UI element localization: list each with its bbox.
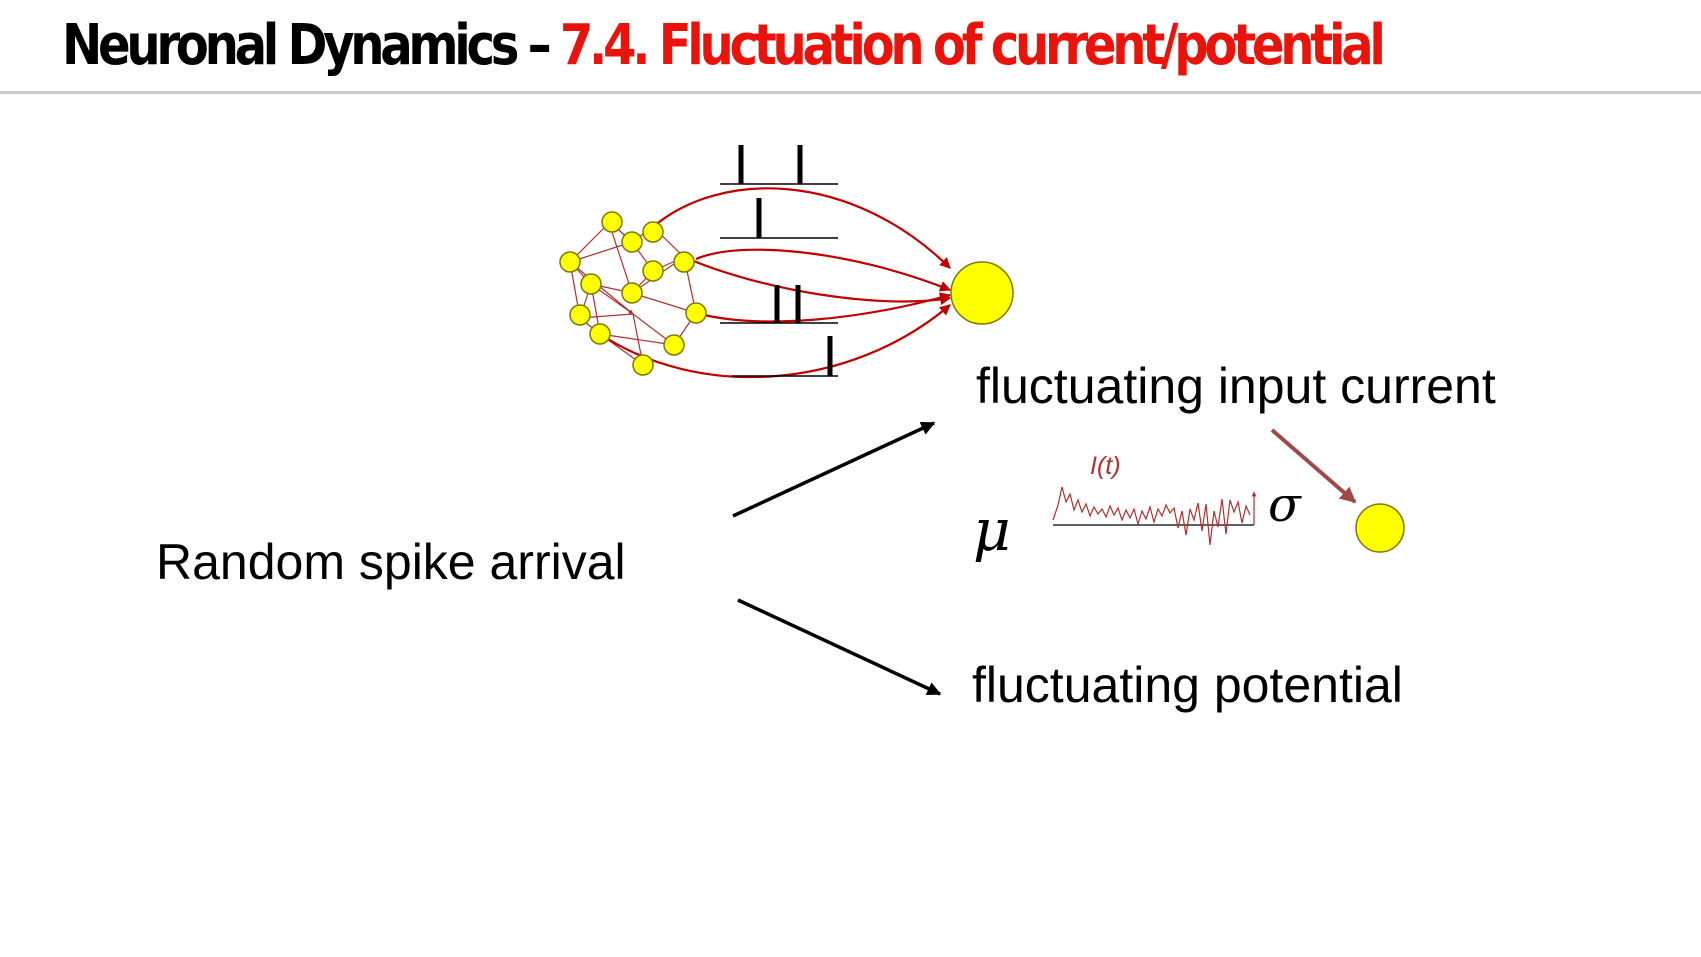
spike-train: [720, 285, 838, 324]
neuron-node: [685, 302, 707, 324]
current-symbol-label: I(t): [1090, 452, 1121, 480]
current-pointer-arrow: [1270, 428, 1357, 504]
neuron-node: [589, 323, 611, 345]
neuron-node: [601, 211, 623, 233]
title-course: Neuronal Dynamics –: [62, 13, 560, 78]
neuron-node: [621, 231, 643, 253]
slide-title: Neuronal Dynamics – 7.4. Fluctuation of …: [62, 4, 1386, 88]
neuron-node: [673, 251, 695, 273]
neuron-node: [642, 260, 664, 282]
current-trace: [1052, 486, 1257, 546]
random-spike-label: Random spike arrival: [156, 534, 626, 590]
neuron-node: [559, 251, 581, 273]
spike-trains: [720, 145, 838, 377]
postsynaptic-neuron: [950, 261, 1014, 325]
target-neuron: [1355, 503, 1405, 553]
input-connections: [599, 187, 952, 379]
fluctuating-potential-label: fluctuating potential: [972, 657, 1403, 713]
spike-train: [720, 145, 838, 185]
sigma-symbol: σ: [1268, 477, 1301, 533]
fluctuating-current-label: fluctuating input current: [976, 358, 1496, 414]
title-divider: [0, 91, 1701, 94]
neuron-node: [569, 304, 591, 326]
neuron-node: [621, 282, 643, 304]
arrow-to-current: [732, 421, 936, 518]
spike-train: [732, 336, 838, 377]
mean-symbol: μ: [973, 496, 1011, 564]
title-section: 7.4. Fluctuation of current/potential: [559, 13, 1386, 78]
presynaptic-neurons: [559, 211, 707, 376]
neuron-node: [663, 334, 685, 356]
neuron-node: [580, 273, 602, 295]
neuron-node: [632, 354, 654, 376]
arrow-to-potential: [737, 598, 942, 696]
spike-train: [720, 198, 838, 239]
neuron-node: [642, 221, 664, 243]
